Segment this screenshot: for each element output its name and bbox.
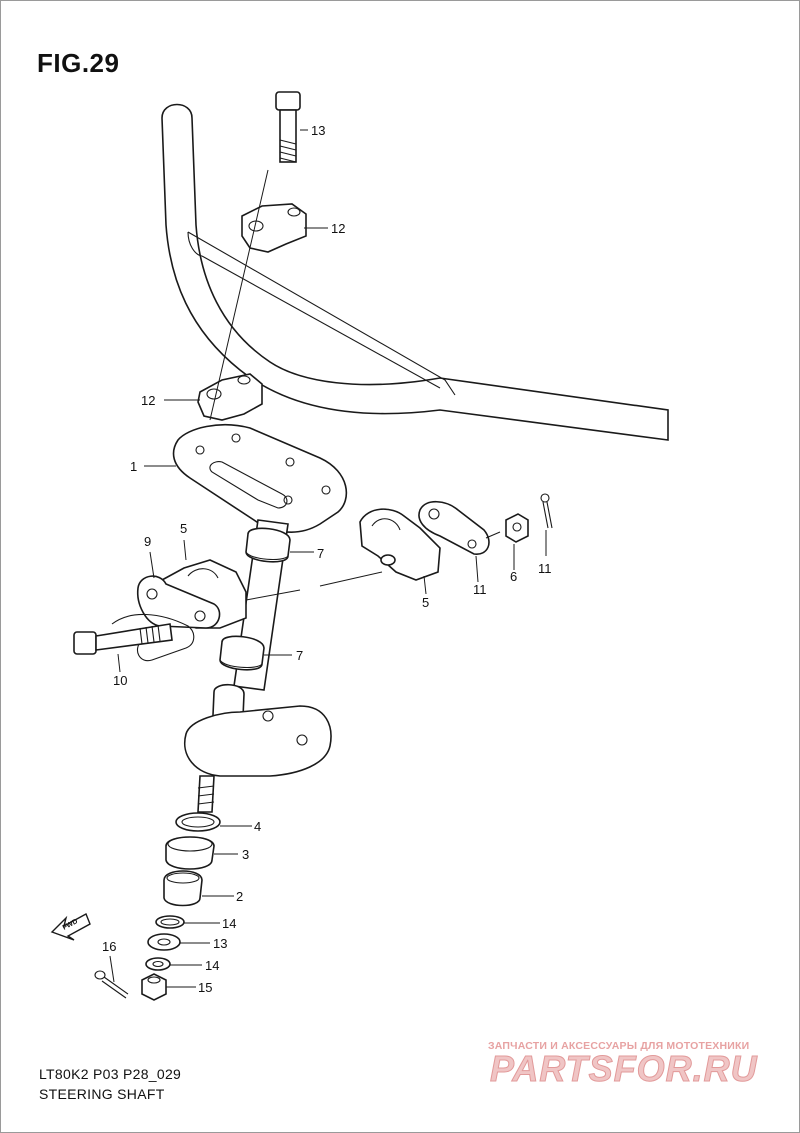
- callout-18: 16: [102, 939, 116, 954]
- washer-part-16: [145, 957, 171, 971]
- ring-part-4: [175, 812, 221, 832]
- callout-7-lower: 7: [296, 648, 303, 663]
- bolt-part-13: [275, 91, 301, 163]
- clamp-part-12-upper: [241, 203, 307, 253]
- callout-16: 14: [205, 958, 219, 973]
- handlebar: [161, 103, 669, 441]
- callout-8: 9: [144, 534, 151, 549]
- watermark-logo: PARTSFOR.RU: [490, 1048, 758, 1090]
- callout-5-right: 5: [422, 595, 429, 610]
- diagram-caption: STEERING SHAFT: [39, 1086, 165, 1102]
- clamp-part-12-lower: [197, 373, 263, 421]
- callout-5-left: 5: [180, 521, 187, 536]
- holder-part-5-right: [359, 508, 441, 581]
- leader-lines: [109, 129, 547, 988]
- callout-3: 3: [242, 847, 249, 862]
- nut-part-17: [141, 973, 167, 1001]
- washer-part-15: [147, 933, 181, 951]
- fwd-arrow-icon: FWD: [50, 913, 91, 941]
- callout-9: 11: [473, 582, 487, 597]
- callout-4: 4: [254, 819, 261, 834]
- steering-shaft-plate-part-1: [172, 424, 348, 534]
- callout-14: 14: [222, 916, 236, 931]
- callout-11: 11: [538, 561, 552, 576]
- callout-2: 2: [236, 889, 243, 904]
- callout-15: 13: [213, 936, 227, 951]
- watermark-subtitle: ЗАПЧАСТИ И АКСЕССУАРЫ ДЛЯ МОТОТЕХНИКИ: [488, 1040, 750, 1052]
- diagram-code: LT80K2 P03 P28_029: [39, 1066, 182, 1082]
- nut-part-6: [505, 513, 529, 543]
- callout-7-upper: 7: [317, 546, 324, 561]
- collar-part-2: [163, 870, 203, 907]
- callout-10: 10: [113, 673, 127, 688]
- cotter-pin-part-18: [94, 970, 129, 999]
- steering-shaft-tube: [219, 519, 291, 691]
- bolt-part-10: [73, 623, 173, 655]
- cotter-pin-part-11: [540, 493, 553, 529]
- callout-1: 1: [130, 459, 137, 474]
- spring-clip: [111, 613, 195, 662]
- callout-13: 13: [311, 123, 325, 138]
- callout-12-upper: 12: [331, 221, 345, 236]
- steering-arm-lower: [183, 683, 332, 813]
- figure-title: FIG.29: [37, 48, 120, 78]
- callout-17: 15: [198, 980, 212, 995]
- callout-6: 6: [510, 569, 517, 584]
- o-ring-part-14: [155, 915, 185, 929]
- plate-part-9: [418, 500, 490, 555]
- callout-12-lower: 12: [141, 393, 155, 408]
- bushing-part-3: [165, 836, 215, 870]
- callout-labels: 13 12 12 1 5 9 7 7 10 5 11 6 11 4 3 2 14…: [102, 123, 552, 995]
